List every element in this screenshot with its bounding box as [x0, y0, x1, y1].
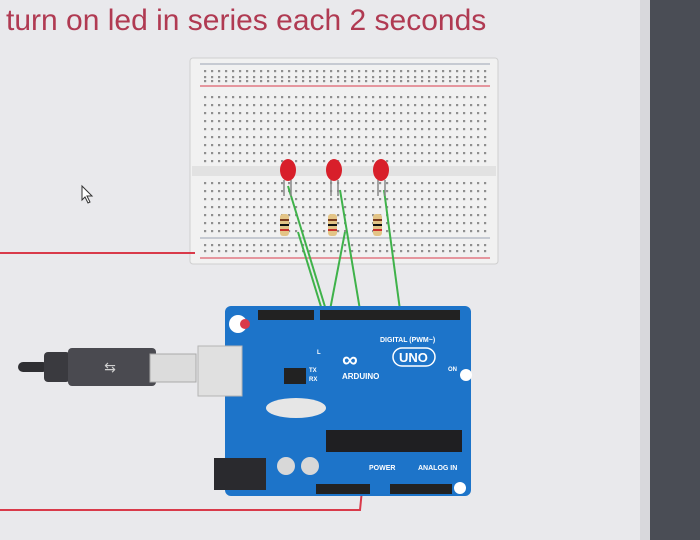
resistor-3[interactable] [373, 214, 382, 236]
wire-red-bottom[interactable] [0, 489, 363, 511]
wire-green-1[interactable] [287, 185, 327, 311]
board-model: UNO [399, 350, 428, 365]
scrollbar-track[interactable] [640, 0, 650, 540]
power-label: POWER [369, 465, 395, 472]
led-2[interactable] [326, 159, 342, 196]
resistor-1[interactable] [280, 214, 289, 236]
digital-label: DIGITAL (PWM~) [380, 337, 435, 344]
mouse-cursor-icon [81, 184, 94, 204]
rx-label: RX [309, 377, 317, 383]
breadboard[interactable] [189, 57, 499, 265]
on-label: ON [448, 367, 457, 373]
wire-green-2b[interactable] [329, 231, 346, 311]
svg-text:⇆: ⇆ [104, 360, 116, 376]
led-3[interactable] [373, 159, 389, 196]
reset-button-icon[interactable] [240, 319, 250, 329]
arduino-uno-board[interactable]: DIGITAL (PWM~) ∞ UNO ARDUINO POWER ANALO… [197, 306, 472, 496]
arduino-infinity-logo-icon: ∞ [342, 347, 358, 372]
breadboard-holes [204, 70, 487, 253]
wires [0, 185, 401, 511]
tx-label: TX [309, 368, 317, 374]
l-label: L [317, 350, 321, 356]
usb-plug-icon[interactable]: ⇆ [18, 348, 197, 386]
resistor-2[interactable] [328, 214, 337, 236]
wire-green-2[interactable] [339, 189, 361, 311]
wire-green-3[interactable] [383, 189, 401, 311]
wire-green-1b[interactable] [297, 231, 323, 311]
page-title: turn on led in series each 2 seconds [6, 4, 487, 37]
board-brand: ARDUINO [342, 372, 379, 381]
monitor-bezel [648, 0, 700, 540]
analog-label: ANALOG IN [418, 465, 457, 472]
led-1[interactable] [280, 159, 296, 196]
